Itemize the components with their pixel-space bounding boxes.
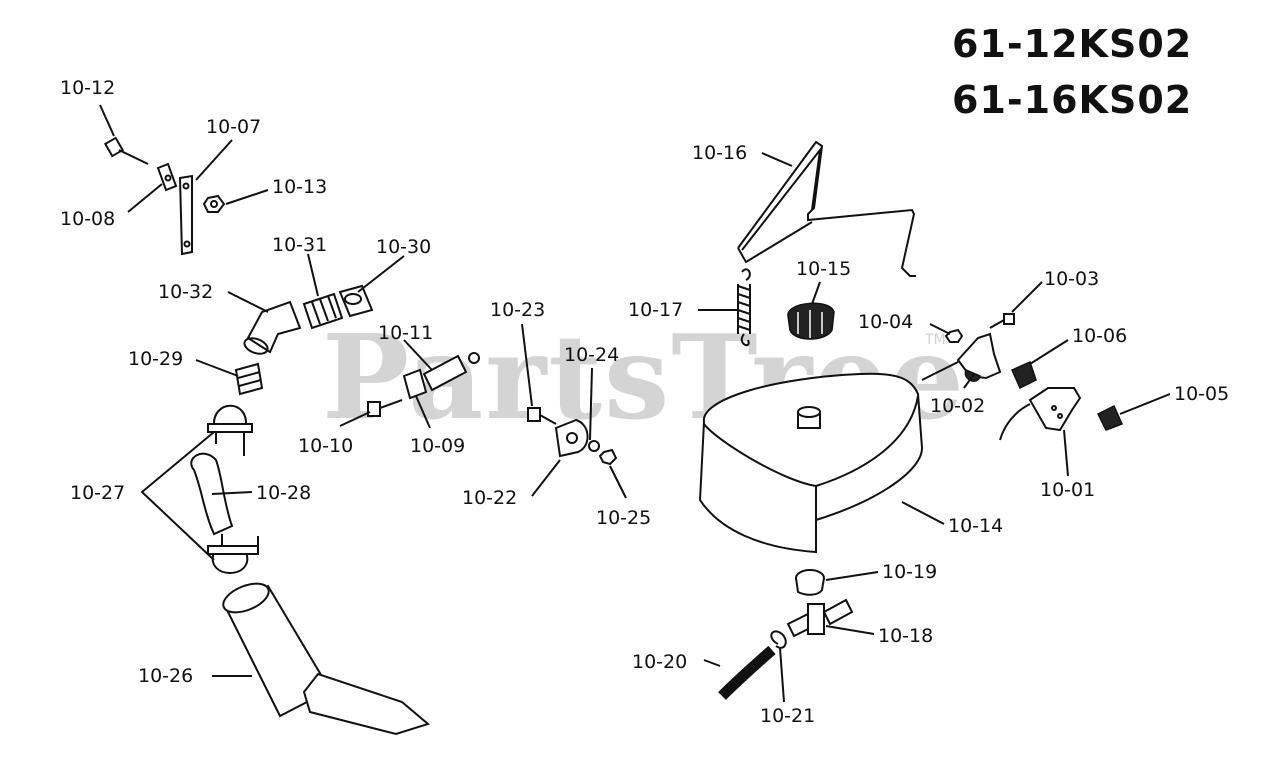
callout-10-17[interactable]: 10-17 bbox=[628, 299, 683, 321]
callout-10-29[interactable]: 10-29 bbox=[128, 348, 183, 370]
part-10-21-clip[interactable] bbox=[770, 630, 787, 649]
part-10-15-gas-cap[interactable] bbox=[787, 302, 835, 340]
callout-10-12[interactable]: 10-12 bbox=[60, 77, 115, 99]
callout-10-31[interactable]: 10-31 bbox=[272, 234, 327, 256]
callout-10-18[interactable]: 10-18 bbox=[878, 625, 933, 647]
callout-10-07[interactable]: 10-07 bbox=[206, 116, 261, 138]
part-10-16-rod[interactable] bbox=[737, 140, 916, 277]
part-10-01-lever[interactable] bbox=[999, 387, 1082, 441]
part-10-29-nipple[interactable] bbox=[234, 362, 264, 396]
part-10-28-hose[interactable] bbox=[190, 452, 234, 536]
callout-10-26[interactable]: 10-26 bbox=[138, 665, 193, 687]
part-10-25-nut[interactable] bbox=[598, 448, 618, 466]
part-10-11-coupling[interactable] bbox=[422, 352, 480, 392]
part-10-05-knob[interactable] bbox=[1096, 404, 1124, 431]
callout-10-02[interactable]: 10-02 bbox=[930, 395, 985, 417]
part-10-26-muffler[interactable] bbox=[219, 578, 431, 736]
callout-10-25[interactable]: 10-25 bbox=[596, 507, 651, 529]
leader-lines bbox=[99, 104, 1171, 703]
callout-10-21[interactable]: 10-21 bbox=[760, 705, 815, 727]
callout-10-09[interactable]: 10-09 bbox=[410, 435, 465, 457]
part-10-27-clamp-lower[interactable] bbox=[207, 534, 259, 574]
part-10-07-strap[interactable] bbox=[178, 174, 193, 256]
part-10-02-throttle-control[interactable] bbox=[921, 332, 1002, 382]
callout-10-24[interactable]: 10-24 bbox=[564, 344, 619, 366]
callout-10-22[interactable]: 10-22 bbox=[462, 487, 517, 509]
part-10-13-nut[interactable] bbox=[202, 194, 226, 213]
callout-10-19[interactable]: 10-19 bbox=[882, 561, 937, 583]
part-10-09-clip[interactable] bbox=[402, 368, 428, 400]
part-10-17-spring[interactable] bbox=[737, 268, 751, 347]
trademark-symbol: TM bbox=[925, 332, 946, 348]
callout-10-11[interactable]: 10-11 bbox=[378, 322, 433, 344]
model-number-1: 61-12KS02 bbox=[952, 22, 1193, 66]
callout-10-23[interactable]: 10-23 bbox=[490, 299, 545, 321]
part-10-18-shutoff-valve[interactable] bbox=[786, 598, 854, 638]
part-10-12-bolt[interactable] bbox=[103, 136, 149, 165]
part-10-32-elbow[interactable] bbox=[242, 300, 302, 357]
callout-10-01[interactable]: 10-01 bbox=[1040, 479, 1095, 501]
callout-10-28[interactable]: 10-28 bbox=[256, 482, 311, 504]
part-10-23-screw[interactable] bbox=[527, 407, 557, 425]
part-10-22-clamp[interactable] bbox=[554, 418, 589, 458]
callout-10-13[interactable]: 10-13 bbox=[272, 176, 327, 198]
callout-10-20[interactable]: 10-20 bbox=[632, 651, 687, 673]
part-10-08-bracket[interactable] bbox=[156, 162, 178, 192]
callout-labels: 10-12 10-07 10-13 10-08 10-31 10-30 10-3… bbox=[60, 77, 1229, 727]
part-10-06-knob[interactable] bbox=[1011, 360, 1037, 390]
part-10-19-bushing[interactable] bbox=[795, 569, 825, 596]
part-10-04-nut[interactable] bbox=[944, 328, 964, 343]
part-10-24-washer[interactable] bbox=[588, 440, 600, 452]
model-number-2: 61-16KS02 bbox=[952, 78, 1193, 122]
callout-10-04[interactable]: 10-04 bbox=[858, 311, 913, 333]
part-10-31-nipple[interactable] bbox=[302, 292, 344, 330]
part-10-20-fuel-line[interactable] bbox=[718, 645, 776, 700]
callout-10-10[interactable]: 10-10 bbox=[298, 435, 353, 457]
callout-10-06[interactable]: 10-06 bbox=[1072, 325, 1127, 347]
callout-10-30[interactable]: 10-30 bbox=[376, 236, 431, 258]
callout-10-05[interactable]: 10-05 bbox=[1174, 383, 1229, 405]
part-10-30-bushing[interactable] bbox=[338, 284, 374, 318]
callout-10-32[interactable]: 10-32 bbox=[158, 281, 213, 303]
callout-10-27[interactable]: 10-27 bbox=[70, 482, 125, 504]
callout-10-15[interactable]: 10-15 bbox=[796, 258, 851, 280]
part-10-27-clamp-upper[interactable] bbox=[207, 404, 253, 456]
part-10-10-screw[interactable] bbox=[367, 399, 403, 417]
part-10-03-screw[interactable] bbox=[989, 313, 1015, 329]
callout-10-08[interactable]: 10-08 bbox=[60, 208, 115, 230]
part-10-14-fuel-tank[interactable] bbox=[698, 372, 924, 554]
callout-10-14[interactable]: 10-14 bbox=[948, 515, 1003, 537]
callout-10-16[interactable]: 10-16 bbox=[692, 142, 747, 164]
callout-10-03[interactable]: 10-03 bbox=[1044, 268, 1099, 290]
